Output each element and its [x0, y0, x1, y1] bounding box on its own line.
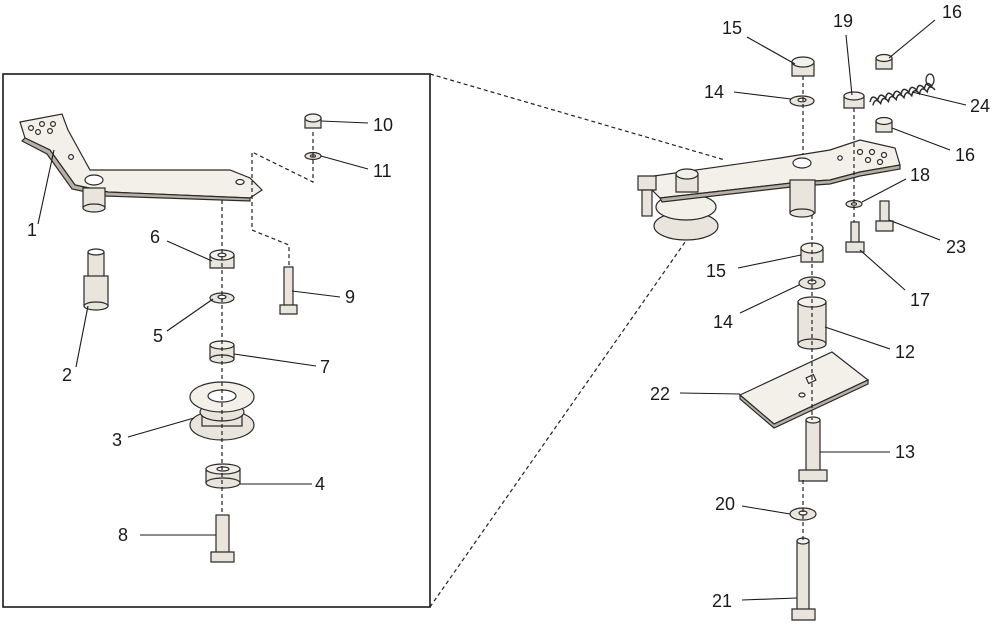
arm-part [19, 113, 263, 213]
callout-15-top: 15 [722, 18, 742, 38]
plate-part-22 [738, 351, 870, 429]
inset-connector-bottom [429, 234, 691, 608]
callout-11: 11 [373, 161, 392, 181]
nut-part-10 [304, 113, 322, 129]
bushing-part [205, 463, 241, 489]
assembled-arm [637, 139, 901, 241]
callout-3: 3 [112, 430, 122, 450]
bolt-part-17 [845, 221, 865, 253]
callout-9: 9 [345, 287, 355, 307]
nut-part-19 [843, 91, 865, 109]
callout-4: 4 [315, 474, 325, 494]
bolt-part-9 [279, 266, 298, 315]
inset-axis-bolt [251, 132, 314, 267]
nut-part-15-lower [800, 242, 824, 263]
bolt-part-8 [210, 514, 235, 563]
callout-14-top: 14 [704, 82, 724, 102]
nut-part-16-lower [875, 116, 893, 133]
callout-20: 20 [715, 494, 735, 514]
spacer-part-7 [209, 340, 235, 364]
spacer-part [83, 248, 109, 311]
nut-part-15-top [791, 56, 815, 77]
callout-16-top: 16 [942, 2, 962, 22]
callout-17: 17 [910, 290, 930, 310]
callout-8: 8 [118, 525, 128, 545]
callout-24: 24 [970, 96, 990, 116]
callout-12: 12 [895, 342, 915, 362]
callout-15-lower: 15 [706, 261, 726, 281]
spring-part-24 [869, 73, 936, 106]
callout-14-lower: 14 [713, 312, 733, 332]
inset-connector-top [429, 73, 726, 161]
callout-5: 5 [153, 326, 163, 346]
washer-part-14-lower [798, 276, 826, 290]
callout-21: 21 [712, 591, 732, 611]
callout-2: 2 [62, 365, 72, 385]
callout-19: 19 [833, 11, 853, 31]
detail-inset-frame [2, 73, 431, 608]
bolt-part-23 [875, 200, 894, 232]
callout-18: 18 [910, 165, 930, 185]
callout-13: 13 [895, 442, 915, 462]
callout-6: 6 [150, 227, 160, 247]
callout-10: 10 [373, 115, 393, 135]
bolt-part-21 [791, 537, 816, 621]
callout-1: 1 [27, 220, 37, 240]
callout-23: 23 [946, 237, 966, 257]
nut-part-16-top [875, 53, 893, 70]
washer-part-14-top [789, 95, 815, 107]
bolt-part-13 [798, 416, 828, 482]
leader-lines [37, 19, 967, 601]
callout-7: 7 [320, 357, 330, 377]
callout-16-lower: 16 [955, 145, 975, 165]
callout-22: 22 [650, 384, 670, 404]
